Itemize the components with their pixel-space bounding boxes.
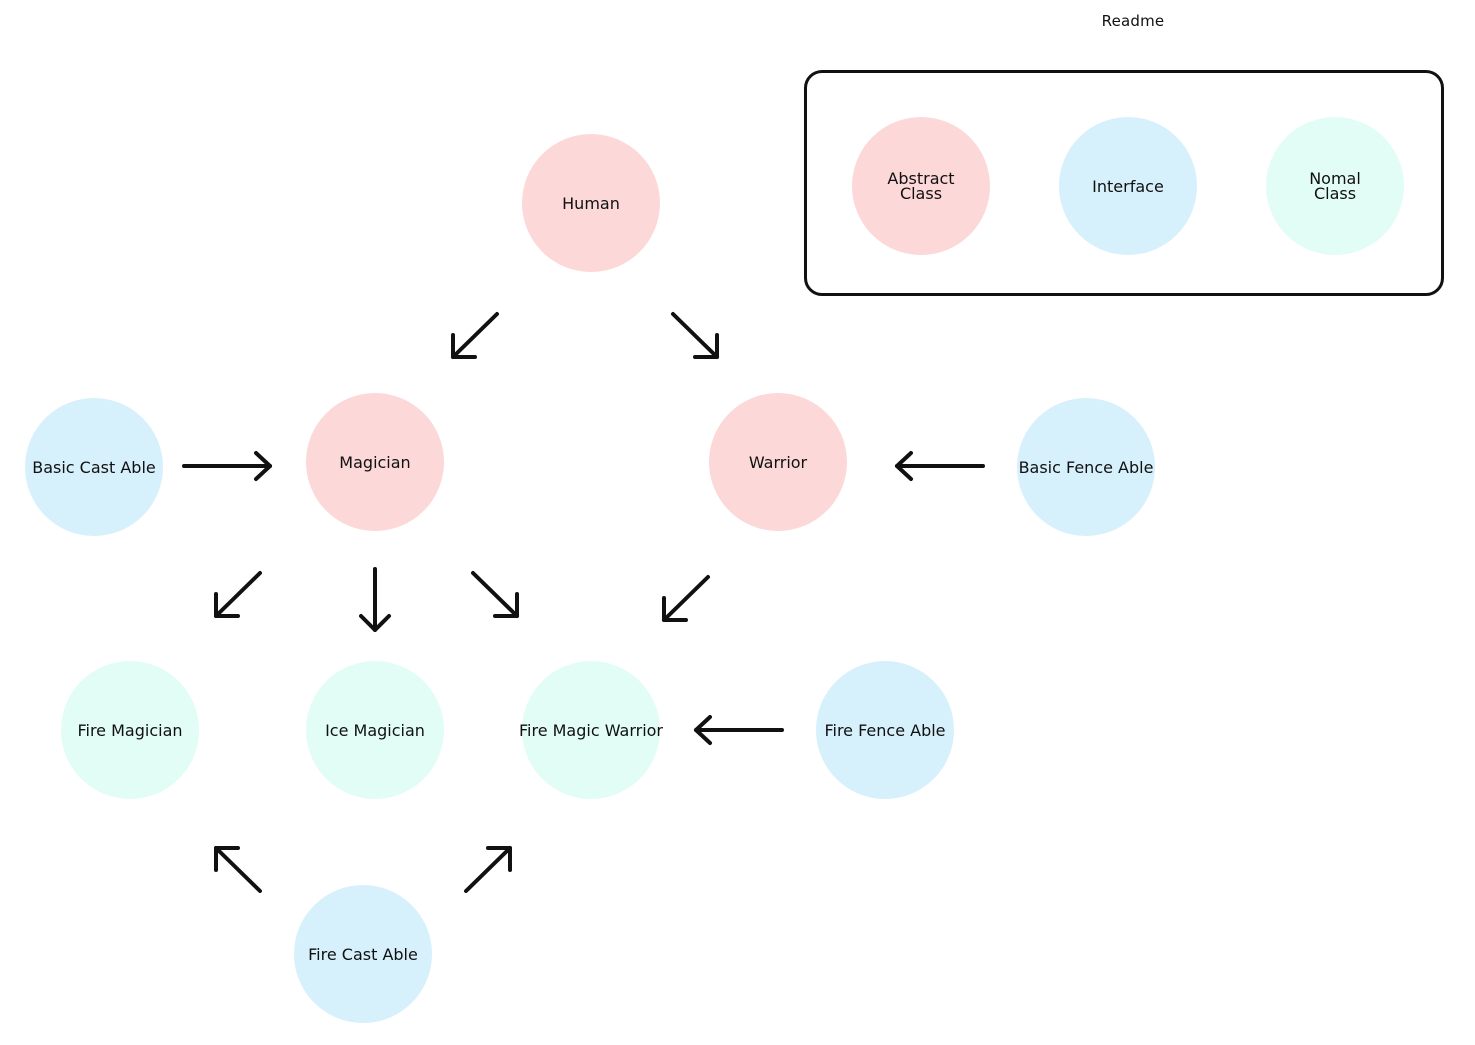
legend-normal-class: Nomal Class (1266, 117, 1404, 255)
arrow-fire-cast-able-to-fire-magic-warrior (464, 846, 512, 893)
arrow-human-to-magician (451, 312, 499, 359)
arrow-warrior-to-fire-magic-warrior (662, 575, 710, 622)
node-warrior-label: Warrior (748, 452, 808, 472)
node-basic-fence-able-label: Basic Fence Able (1018, 457, 1154, 477)
node-fire-fence-able-label: Fire Fence Able (824, 720, 946, 740)
legend-abstract-class: Abstract Class (852, 117, 990, 255)
arrow-fire-cast-able-to-fire-magician (214, 846, 262, 893)
node-magician: Magician (306, 393, 444, 531)
node-basic-cast-able: Basic Cast Able (25, 398, 163, 536)
node-ice-magician-label: Ice Magician (325, 720, 425, 740)
node-magician-label: Magician (339, 452, 411, 472)
legend-normal-class-label: Nomal Class (1309, 169, 1361, 203)
node-ice-magician: Ice Magician (306, 661, 444, 799)
readme-title: Readme (1101, 12, 1165, 30)
node-warrior: Warrior (709, 393, 847, 531)
node-fire-magic-warrior-label: Fire Magic Warrior (518, 720, 664, 740)
arrow-basic-fence-able-to-warrior (895, 451, 985, 481)
node-fire-cast-able-label: Fire Cast Able (308, 944, 418, 964)
arrow-fire-fence-able-to-fire-magic-warrior (694, 715, 784, 745)
node-fire-magician: Fire Magician (61, 661, 199, 799)
node-fire-fence-able: Fire Fence Able (816, 661, 954, 799)
node-human: Human (522, 134, 660, 272)
arrow-human-to-warrior (671, 312, 719, 359)
node-human-label: Human (562, 193, 620, 213)
node-basic-fence-able: Basic Fence Able (1017, 398, 1155, 536)
arrow-magician-to-fire-magic-warrior (471, 571, 519, 618)
arrow-magician-to-fire-magician (214, 571, 262, 618)
node-fire-magician-label: Fire Magician (77, 720, 183, 740)
arrow-magician-to-ice-magician (359, 567, 391, 632)
node-fire-magic-warrior: Fire Magic Warrior (518, 661, 664, 799)
legend-abstract-class-label: Abstract Class (887, 169, 955, 203)
node-basic-cast-able-label: Basic Cast Able (32, 457, 156, 477)
node-fire-cast-able: Fire Cast Able (294, 885, 432, 1023)
legend-box (804, 70, 1444, 296)
arrow-basic-cast-able-to-magician (182, 451, 272, 481)
legend-interface: Interface (1059, 117, 1197, 255)
legend-interface-label: Interface (1092, 176, 1164, 196)
